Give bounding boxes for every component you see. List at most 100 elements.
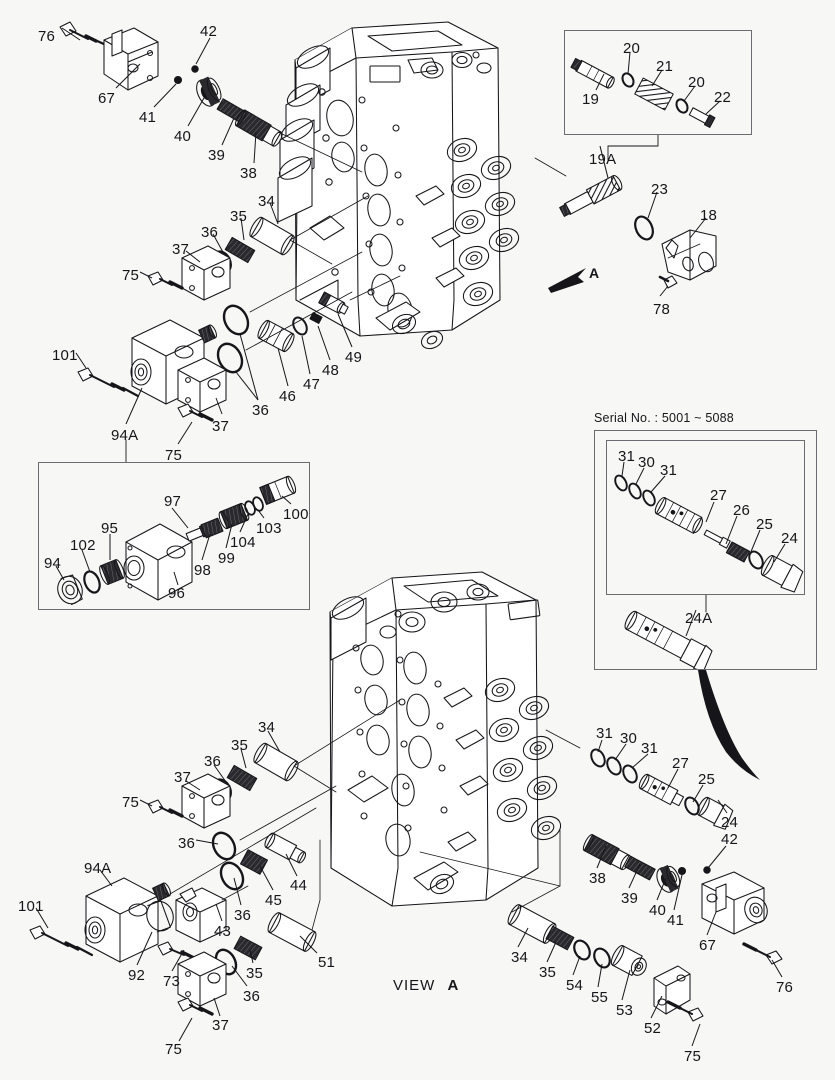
callout-100: 100 <box>283 506 309 523</box>
callout-46-top: 46 <box>279 388 297 405</box>
serial-note: Serial No. : 5001 ~ 5088 <box>594 411 734 425</box>
callout-38-bottom: 38 <box>589 870 607 887</box>
callout-55: 55 <box>591 989 609 1006</box>
callout-75b-top: 75 <box>165 447 183 464</box>
main-valve-body-top <box>277 21 520 350</box>
callout-27-serial: 27 <box>710 487 728 504</box>
callout-101-bottom: 101 <box>18 898 44 915</box>
callout-98: 98 <box>194 562 212 579</box>
callout-48-top: 48 <box>322 362 340 379</box>
callout-95: 95 <box>101 520 119 537</box>
callout-101-top: 101 <box>52 347 78 364</box>
group-view-a-parts <box>419 829 704 1022</box>
callout-104: 104 <box>230 534 256 551</box>
callout-39-bottom: 39 <box>621 890 639 907</box>
callout-51: 51 <box>318 954 336 971</box>
callout-42-top: 42 <box>200 23 218 40</box>
callout-34-top: 34 <box>258 193 276 210</box>
callout-31-bottom: 31 <box>596 725 614 742</box>
callout-20: 20 <box>623 40 641 57</box>
callout-94: 94 <box>44 555 62 572</box>
detail-box-94a <box>38 462 310 610</box>
callout-45: 45 <box>265 892 283 909</box>
callout-41-bottom: 41 <box>667 912 685 929</box>
callout-26-serial: 26 <box>733 502 751 519</box>
group-37-cover-top <box>147 195 369 301</box>
callout-49-top: 49 <box>345 349 363 366</box>
callout-30-serial: 30 <box>638 454 656 471</box>
group-24-relief-bottom <box>545 729 734 830</box>
callout-35b-bottom: 35 <box>246 965 264 982</box>
detail-box-serial-inner <box>606 440 805 595</box>
callout-31b-serial: 31 <box>660 462 678 479</box>
group-19A-relief <box>534 157 717 289</box>
callout-75c-viewa: 75 <box>684 1048 702 1065</box>
callout-36b-top: 36 <box>252 402 270 419</box>
callout-78-top: 78 <box>653 301 671 318</box>
callout-21: 21 <box>656 58 674 75</box>
callout-23-top: 23 <box>651 181 669 198</box>
callout-30-bottom: 30 <box>620 730 638 747</box>
callout-76-top: 76 <box>38 28 56 45</box>
callout-37-bottom: 37 <box>174 769 192 786</box>
callout-75b-bottom: 75 <box>165 1041 183 1058</box>
callout-19: 19 <box>582 91 600 108</box>
callout-73: 73 <box>163 973 181 990</box>
callout-42-bottom: 42 <box>721 831 739 848</box>
callout-52: 52 <box>644 1020 662 1037</box>
callout-36d-bottom: 36 <box>243 988 261 1005</box>
callout-35-top: 35 <box>230 208 248 225</box>
callout-36c-bottom: 36 <box>234 907 252 924</box>
callout-103: 103 <box>256 520 282 537</box>
view-a-prefix: VIEW <box>393 977 436 994</box>
serial-box-pointer-curve <box>698 670 760 780</box>
callout-37b-top: 37 <box>212 418 230 435</box>
detail-box-serial-outer <box>594 430 817 670</box>
callout-97: 97 <box>164 493 182 510</box>
group-94A-top <box>77 251 401 422</box>
section-arrow-a <box>548 268 586 293</box>
callout-75-bottom: 75 <box>122 794 140 811</box>
callout-102: 102 <box>70 537 96 554</box>
callout-27-bottom: 27 <box>672 755 690 772</box>
callout-34-bottom: 34 <box>258 719 276 736</box>
callout-47-top: 47 <box>303 376 321 393</box>
callout-25-serial: 25 <box>756 516 774 533</box>
group-94A-bottom <box>29 785 337 1016</box>
callout-67-top: 67 <box>98 90 116 107</box>
section-arrow-letter: A <box>589 265 600 281</box>
callout-24A-serial: 24A <box>685 610 713 627</box>
callout-92: 92 <box>128 967 146 984</box>
callout-35c-viewa: 35 <box>539 964 557 981</box>
group-67-valve-bottom <box>582 834 783 965</box>
detail-serial-contents <box>614 474 804 672</box>
callout-44: 44 <box>290 877 308 894</box>
callout-31b-bottom: 31 <box>641 740 659 757</box>
callout-36-top: 36 <box>201 224 219 241</box>
callout-24-bottom: 24 <box>721 814 739 831</box>
detail-box-19a <box>564 30 752 135</box>
callout-22: 22 <box>714 89 732 106</box>
callout-25-bottom: 25 <box>698 771 716 788</box>
callout-99: 99 <box>218 550 236 567</box>
callout-19A: 19A <box>589 151 617 168</box>
callout-75-top: 75 <box>122 267 140 284</box>
callout-24-serial: 24 <box>781 530 799 547</box>
callout-37b-bottom: 37 <box>212 1017 230 1034</box>
callout-37-top: 37 <box>172 241 190 258</box>
callout-36b-bottom: 36 <box>178 835 196 852</box>
callout-53: 53 <box>616 1002 634 1019</box>
callout-20b: 20 <box>688 74 706 91</box>
main-valve-body-bottom <box>329 571 562 907</box>
view-a-label: VIEW A <box>393 978 459 993</box>
callout-34b-viewa: 34 <box>511 949 529 966</box>
callout-41-top: 41 <box>139 109 157 126</box>
callout-94A-top: 94A <box>111 427 139 444</box>
callout-76-bottom: 76 <box>776 979 794 996</box>
callout-67-bottom: 67 <box>699 937 717 954</box>
callout-40-top: 40 <box>174 128 192 145</box>
callout-94A-bottom: 94A <box>84 860 112 877</box>
callout-35-bottom: 35 <box>231 737 249 754</box>
